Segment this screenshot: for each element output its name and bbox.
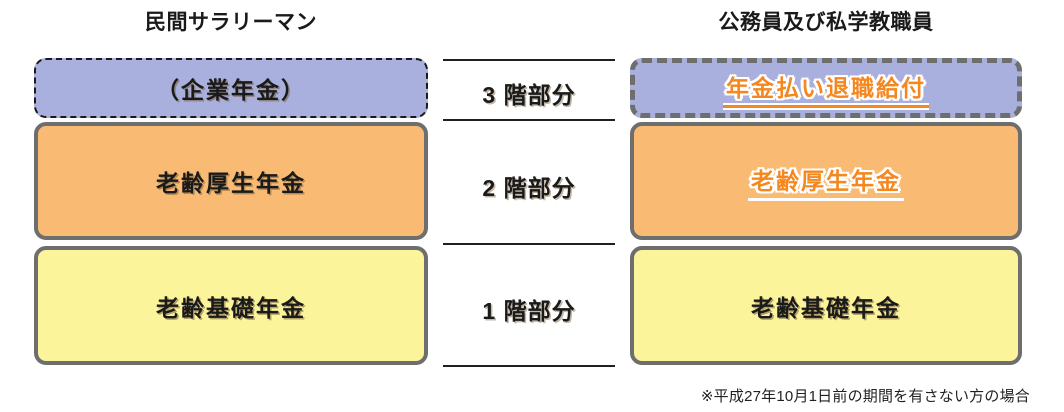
box-private-tier1-basic-pension: 老齢基礎年金	[34, 246, 428, 365]
tier-divider-top	[443, 59, 615, 61]
box-private-tier2-employees-pension: 老齢厚生年金	[34, 122, 428, 240]
column-header-private-employee: 民間サラリーマン	[145, 11, 317, 34]
box-public-tier2-employees-pension: 老齢厚生年金	[630, 122, 1022, 240]
box-label-private-tier3: （企業年金）	[156, 77, 306, 103]
box-private-tier3-corporate-pension: （企業年金）	[34, 58, 428, 118]
tier-divider-bottom	[443, 365, 615, 367]
box-public-tier1-basic-pension: 老齢基礎年金	[630, 246, 1022, 365]
tier-label-3: 3 階部分	[482, 82, 576, 108]
column-header-public-servant: 公務員及び私学教職員	[718, 11, 934, 34]
tier-label-2: 2 階部分	[482, 175, 576, 201]
box-label-public-tier1: 老齢基礎年金	[751, 294, 901, 321]
box-label-public-tier3: 年金払い退職給付	[723, 69, 929, 108]
box-label-private-tier1: 老齢基礎年金	[156, 294, 306, 321]
box-label-public-tier2: 老齢厚生年金	[748, 162, 904, 201]
tier-label-1: 1 階部分	[482, 298, 576, 324]
box-label-private-tier2: 老齢厚生年金	[156, 170, 306, 196]
box-public-tier3-retirement-pension-benefit: 年金払い退職給付	[630, 58, 1022, 118]
footnote-text: ※平成27年10月1日前の期間を有さない方の場合	[700, 388, 1030, 405]
tier-divider-3-2	[443, 119, 615, 121]
tier-divider-2-1	[443, 243, 615, 245]
